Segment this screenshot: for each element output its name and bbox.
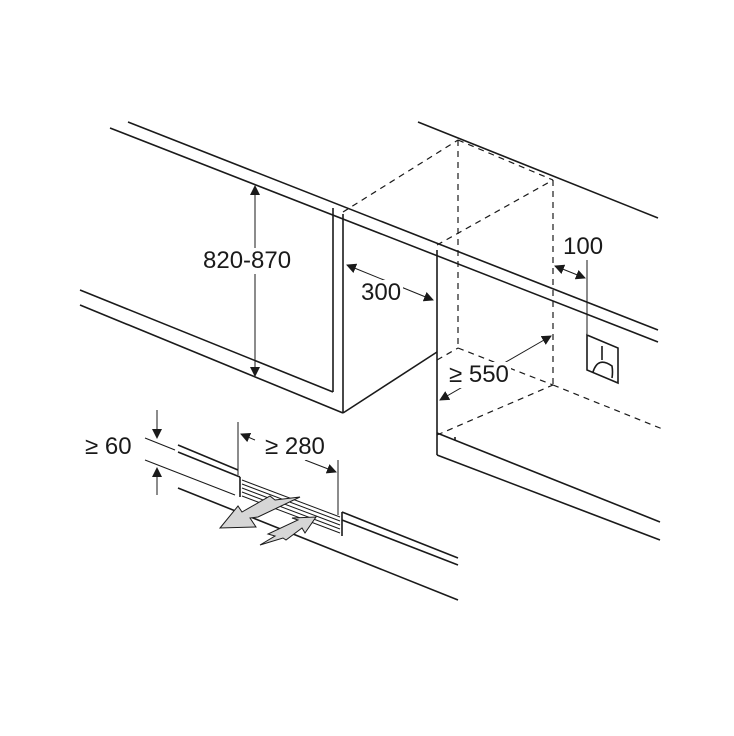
- depth-dimension-label: ≥ 550: [447, 361, 511, 388]
- right-cabinet: [436, 250, 661, 541]
- socket-icon: [586, 333, 619, 385]
- airflow-in-arrow-icon: [259, 516, 317, 546]
- socket-offset-dimension-label: 100: [561, 233, 606, 260]
- left-cabinet: [79, 208, 438, 414]
- vent-width-dimension-label: ≥ 280: [263, 433, 327, 460]
- vent-plinth: [177, 444, 459, 601]
- height-dimension-label: 820-870: [201, 247, 294, 274]
- airflow-out-arrow-icon: [218, 495, 301, 529]
- countertop: [109, 121, 659, 343]
- niche-gap-dimension-label: 300: [359, 279, 404, 306]
- vent-height-dimension-label: ≥ 60: [83, 433, 134, 460]
